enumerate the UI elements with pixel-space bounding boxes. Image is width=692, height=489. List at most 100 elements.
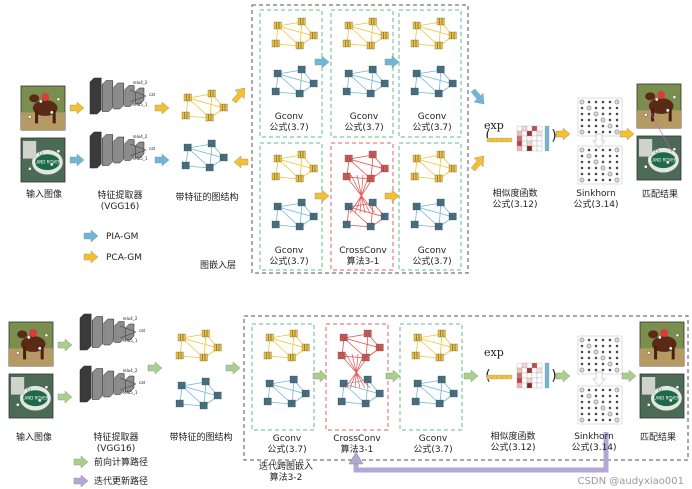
top-sim-matrix-cell xyxy=(521,130,528,137)
graph-node xyxy=(276,21,279,30)
bottom-sinkhorn-grid-b-dot xyxy=(593,399,599,405)
graph-edge xyxy=(348,206,386,218)
bottom-sinkhorn-grid-a-dot xyxy=(580,350,584,354)
graph-node xyxy=(269,397,272,406)
graph-node xyxy=(222,153,225,162)
top-sim-matrix-feat-row xyxy=(501,137,508,143)
top-sim-matrix-cell xyxy=(526,140,533,147)
legend-iterative-swatch xyxy=(73,474,89,488)
bottom-sinkhorn-grid-b-frame xyxy=(577,385,623,425)
watermark: CSDN @audyxiao001 xyxy=(577,476,684,487)
bottom-result-image-1-keypoint xyxy=(675,333,680,338)
graph-node xyxy=(417,351,420,360)
bottom-sinkhorn-grid-b-dot xyxy=(600,405,606,411)
top-cnn-1-conv-block xyxy=(101,80,114,112)
top-similarity-label: 相似度函数公式(3.12) xyxy=(482,189,548,211)
graph-node xyxy=(415,69,418,78)
top-sinkhorn-grid-a-dot xyxy=(601,106,605,110)
top-sinkhorn-grid-a-dot xyxy=(594,124,598,128)
graph-node xyxy=(368,17,372,26)
graph-node xyxy=(219,103,223,112)
top-module-5-graph-a xyxy=(342,150,389,183)
top-input-image-1-keypoint xyxy=(27,115,32,119)
graph-node xyxy=(199,353,203,362)
graph-node xyxy=(300,150,303,159)
top-sinkhorn-grid-b-dot xyxy=(580,166,584,170)
top-sinkhorn-grid-b-dot xyxy=(608,148,612,152)
graph-node xyxy=(312,164,315,173)
graph-node xyxy=(374,150,377,159)
graph-node xyxy=(301,174,304,183)
graph-node xyxy=(369,41,372,50)
graph-node xyxy=(222,103,225,112)
top-sim-matrix-cell xyxy=(516,140,523,147)
gconv-formula: 公式(3.7) xyxy=(269,123,309,133)
graph-node xyxy=(411,351,415,360)
graph-node xyxy=(312,31,315,40)
graph-node xyxy=(363,329,367,338)
graph-node xyxy=(309,31,313,40)
graph-node xyxy=(295,174,299,183)
graph-node xyxy=(202,401,205,410)
graph-node xyxy=(455,389,458,398)
gconv-formula: 公式(3.7) xyxy=(412,123,452,133)
top-sinkhorn-grid-b-dot xyxy=(601,154,605,158)
bottom-sim-matrix-cell xyxy=(521,372,528,379)
graph-node xyxy=(410,172,414,181)
bottom-input-image-1-keypoint xyxy=(26,335,31,340)
graph-node xyxy=(187,111,190,120)
graph-node xyxy=(448,31,452,40)
bottom-sinkhorn-grid-b-dot xyxy=(607,411,613,417)
graph-node xyxy=(443,329,446,338)
graph-node xyxy=(207,139,211,148)
graph-node xyxy=(413,220,416,229)
top-sim-matrix-cell xyxy=(526,125,533,132)
bottom-cnn-2-conv-block xyxy=(103,370,115,398)
graph-node xyxy=(315,31,318,40)
top-result-image-1-keypoint xyxy=(644,113,648,117)
bottom-sinkhorn-grid-a-dot xyxy=(587,368,591,372)
bottom-input-image-1-keypoint xyxy=(44,333,49,338)
bottom-result-image-2-keypoint xyxy=(675,385,680,390)
bottom-input-image-1-keypoint xyxy=(15,350,20,355)
graph-node xyxy=(202,353,205,362)
graph-node xyxy=(415,21,418,30)
legend-forward-swatch xyxy=(73,455,89,469)
graph-node xyxy=(271,39,275,48)
top-sinkhorn-grid-b-dot xyxy=(601,178,605,182)
graph-node xyxy=(210,89,213,98)
graph-node xyxy=(412,202,416,211)
bottom-sinkhorn-grid-b-dot xyxy=(580,394,584,398)
graph-node xyxy=(419,333,422,342)
top-sinkhorn-grid-b-dot xyxy=(601,172,605,176)
graph-node xyxy=(350,21,353,30)
graph-node xyxy=(361,399,365,408)
graph-node xyxy=(372,41,375,50)
top-sim-matrix-cell xyxy=(516,145,523,152)
bottom-sinkhorn-grid-b-dot xyxy=(579,417,585,423)
gconv-formula: 公式(3.7) xyxy=(344,123,384,133)
graph-node xyxy=(380,31,384,40)
bottom-sinkhorn-grid-b-dot xyxy=(601,394,605,398)
graph-node xyxy=(219,343,222,352)
bottom-sinkhorn-grid-b-dot xyxy=(587,412,591,416)
top-sinkhorn-grid-b-dot xyxy=(593,159,599,165)
graph-node xyxy=(271,220,275,229)
bottom-crossconv-edge xyxy=(339,353,371,389)
bottom-arrow-cross-gconv xyxy=(385,369,401,383)
top-result-image-2-grille xyxy=(639,139,653,157)
graph-node xyxy=(452,343,455,352)
bottom-similarity-label: 相似度函数公式(3.12) xyxy=(480,432,546,454)
bottom-extractor-title: 特征提取器 xyxy=(93,433,139,443)
bottom-sim-matrix-cell xyxy=(526,377,533,384)
top-sim-matrix-cell xyxy=(531,130,538,137)
bottom-sinkhorn-grid-b-dot xyxy=(594,394,598,398)
bottom-cnn-1-conv-block xyxy=(124,323,135,341)
graph-edge xyxy=(417,337,455,349)
bottom-sinkhorn-grid-a-dot xyxy=(587,350,591,354)
graph-node xyxy=(297,65,301,74)
top-cnn-2-conv-block xyxy=(89,131,102,169)
graph-node xyxy=(290,399,293,408)
